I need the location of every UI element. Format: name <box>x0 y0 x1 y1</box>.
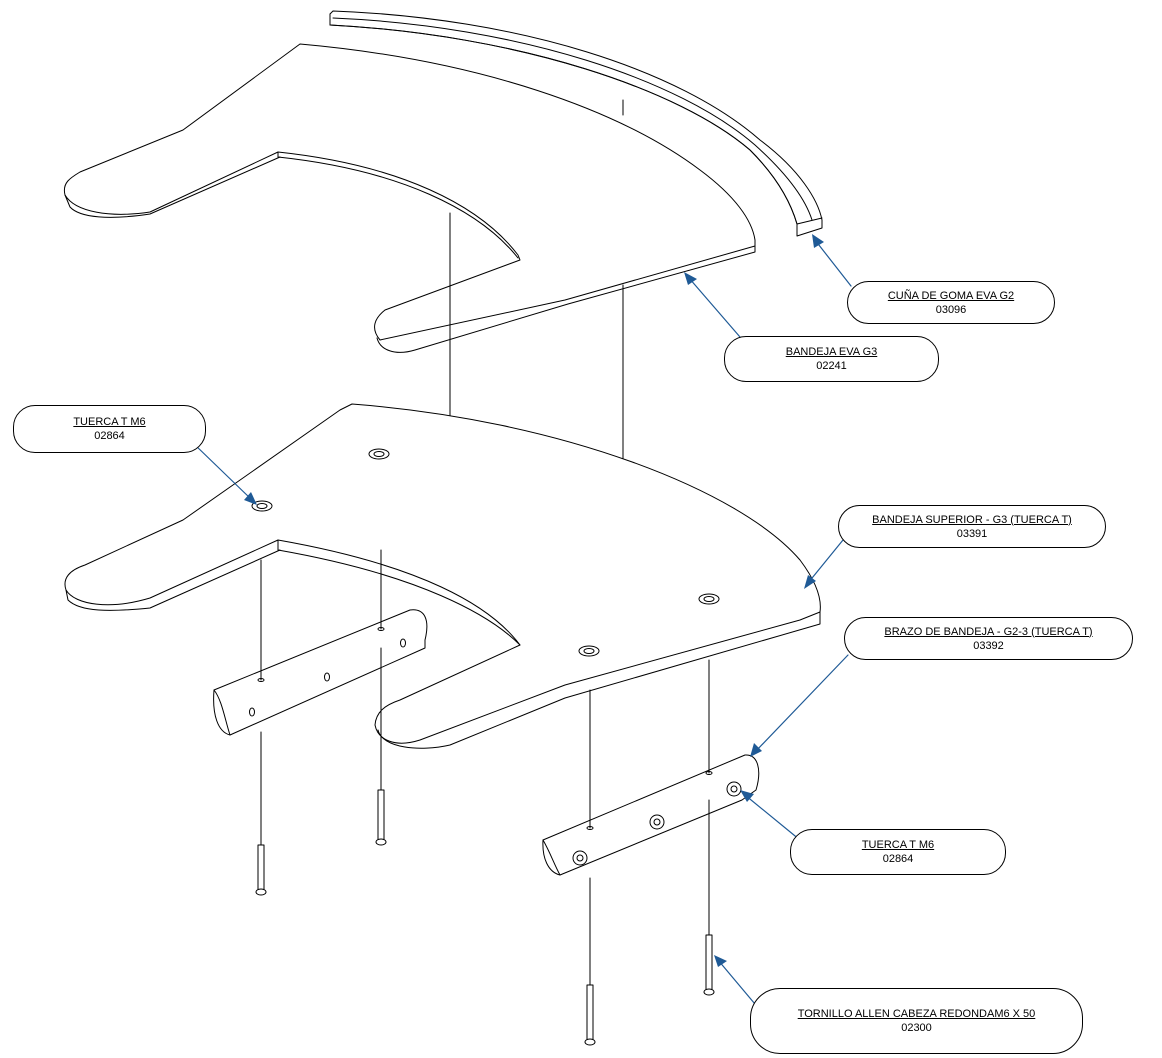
right-arm-part <box>542 659 760 986</box>
screw-left-1 <box>255 844 267 896</box>
eva-tray-part <box>63 43 756 566</box>
part-label-allen-screw: TORNILLO ALLEN CABEZA REDONDAM6 X 50 023… <box>750 988 1083 1054</box>
part-code: 03096 <box>935 303 967 316</box>
part-code: 02300 <box>901 1022 932 1034</box>
part-name: TUERCA T M6 <box>73 416 146 428</box>
part-label-eva-tray: BANDEJA EVA G3 02241 <box>724 336 939 382</box>
left-arm-part <box>213 549 428 846</box>
part-name: BANDEJA EVA G3 <box>785 346 878 358</box>
allen-screw-parts <box>255 789 715 1046</box>
screw-right-2 <box>703 934 715 996</box>
part-label-t-nut-1: TUERCA T M6 02864 <box>13 405 206 453</box>
screw-right-1 <box>584 984 596 1046</box>
part-name: BRAZO DE BANDEJA - G2-3 (TUERCA T) <box>884 625 1093 638</box>
part-name: BANDEJA SUPERIOR - G3 (TUERCA T) <box>872 513 1072 526</box>
part-code: 02864 <box>94 430 125 442</box>
screw-left-2 <box>375 789 387 846</box>
part-label-t-nut-2: TUERCA T M6 02864 <box>790 829 1006 875</box>
part-name: TUERCA T M6 <box>861 839 935 851</box>
leader-lines <box>192 234 852 1011</box>
part-code: 03391 <box>956 527 988 540</box>
part-code: 02864 <box>882 853 914 865</box>
part-code: 02241 <box>816 360 847 372</box>
part-name: CUÑA DE GOMA EVA G2 <box>887 289 1015 302</box>
part-label-tray-arm: BRAZO DE BANDEJA - G2-3 (TUERCA T) 03392 <box>844 617 1133 660</box>
upper-tray-part <box>64 403 821 749</box>
part-label-upper-tray: BANDEJA SUPERIOR - G3 (TUERCA T) 03391 <box>838 505 1106 548</box>
rubber-wedge-part <box>329 10 823 237</box>
part-code: 03392 <box>973 639 1004 652</box>
part-label-rubber-wedge: CUÑA DE GOMA EVA G2 03096 <box>847 281 1055 324</box>
part-name: TORNILLO ALLEN CABEZA REDONDAM6 X 50 <box>797 1008 1036 1020</box>
